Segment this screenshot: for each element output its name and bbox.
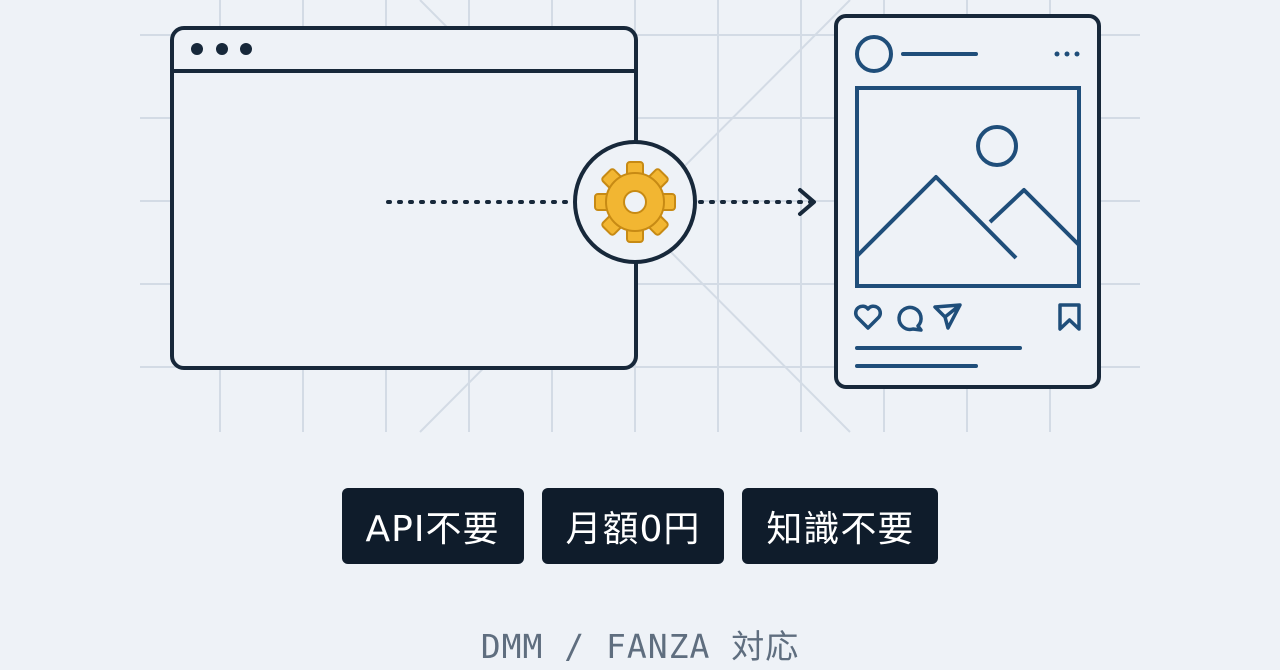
badge-no-knowledge: 知識不要 xyxy=(742,488,939,564)
feature-badges: API不要 月額0円 知識不要 xyxy=(0,488,1280,564)
footer-support-text: DMM / FANZA 対応 xyxy=(480,627,800,666)
badge-free: 月額0円 xyxy=(541,488,725,564)
flow-arrow xyxy=(386,188,816,216)
caption-lines xyxy=(855,346,1022,368)
comment-icon xyxy=(897,305,923,332)
social-post-icon xyxy=(834,14,1101,389)
gear-icon xyxy=(573,140,697,264)
badge-no-api: API不要 xyxy=(341,488,524,564)
browser-window-icon xyxy=(170,26,638,370)
heart-icon xyxy=(853,304,883,330)
bookmark-icon xyxy=(1058,303,1081,331)
send-icon xyxy=(933,303,962,330)
